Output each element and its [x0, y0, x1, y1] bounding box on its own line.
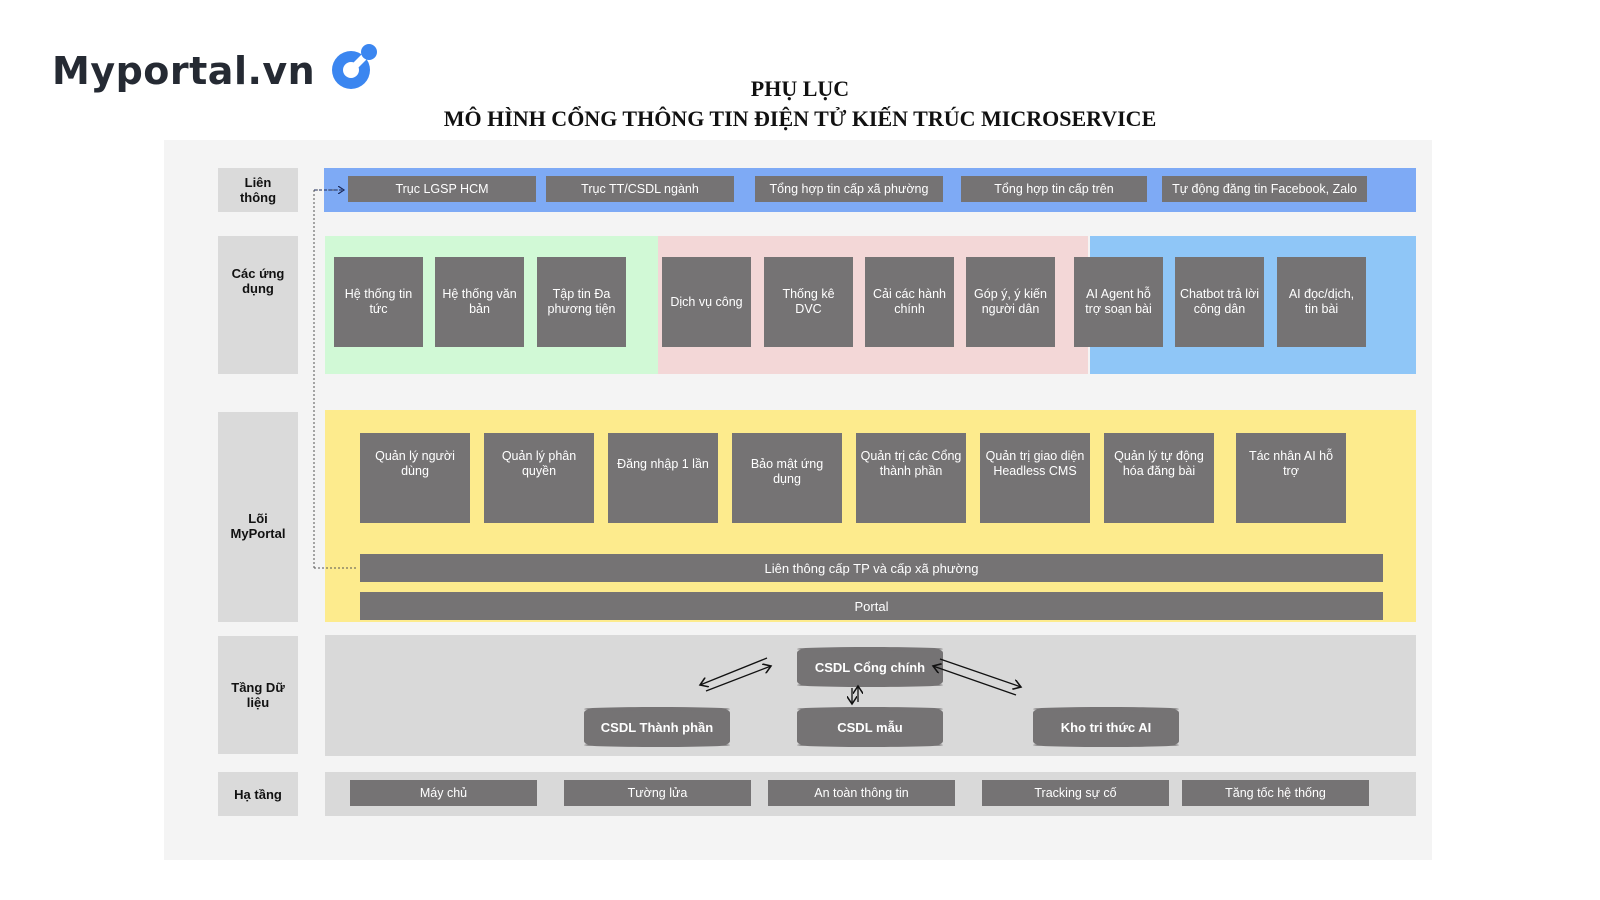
app-item: Tập tin Đa phương tiện	[537, 257, 626, 347]
core-module: Quản lý tự động hóa đăng bài	[1104, 433, 1214, 523]
lien-thong-item: Trục TT/CSDL ngành	[546, 176, 734, 202]
infra-item: An toàn thông tin	[768, 780, 955, 806]
db-template: CSDL mẫu	[797, 707, 943, 747]
lien-thong-item: Tự động đăng tin Facebook, Zalo	[1162, 176, 1367, 202]
db-component: CSDL Thành phần	[584, 707, 730, 747]
core-module: Quản lý phân quyền	[484, 433, 594, 523]
layer-label-lien-thong: Liên thông	[218, 168, 298, 212]
architecture-canvas: Liên thông Các ứng dụng Lõi MyPortal Tần…	[164, 140, 1432, 860]
db-main: CSDL Cổng chính	[797, 647, 943, 687]
app-item: Hệ thống tin tức	[334, 257, 423, 347]
app-item: AI đọc/dịch, tin bài	[1277, 257, 1366, 347]
infra-item: Máy chủ	[350, 780, 537, 806]
app-item: Góp ý, ý kiến người dân	[966, 257, 1055, 347]
brand-logo: Myportal.vn	[52, 44, 381, 98]
app-item: Dịch vụ công	[662, 257, 751, 347]
core-bar-portal: Portal	[360, 592, 1383, 620]
lien-thong-item: Tổng hợp tin cấp xã phường	[755, 176, 943, 202]
infra-item: Tăng tốc hệ thống	[1182, 780, 1369, 806]
db-ai-knowledge: Kho tri thức AI	[1033, 707, 1179, 747]
diagram-title-line1: PHỤ LỤC	[750, 76, 850, 101]
lien-thong-item: Trục LGSP HCM	[348, 176, 536, 202]
layer-label-du-lieu: Tầng Dữ liệu	[218, 636, 298, 754]
core-module: Quản trị các Cổng thành phần	[856, 433, 966, 523]
app-item: Chatbot trả lời công dân	[1175, 257, 1264, 347]
infra-item: Tracking sự cố	[982, 780, 1169, 806]
infra-item: Tường lửa	[564, 780, 751, 806]
core-module: Đăng nhập 1 lần	[608, 433, 718, 523]
core-module: Quản trị giao diện Headless CMS	[980, 433, 1090, 523]
layer-label-loi: Lõi MyPortal	[218, 412, 298, 622]
core-module: Bảo mật ứng dụng	[732, 433, 842, 523]
layer-label-ung-dung: Các ứng dụng	[218, 236, 298, 374]
app-item: Thống kê DVC	[764, 257, 853, 347]
layer-label-ha-tang: Hạ tầng	[218, 772, 298, 816]
logo-mark-icon	[332, 44, 378, 89]
app-item: Cải các hành chính	[865, 257, 954, 347]
core-bar-lien-thong: Liên thông cấp TP và cấp xã phường	[360, 554, 1383, 582]
brand-name: Myportal.vn	[52, 49, 316, 93]
core-module: Quản lý người dùng	[360, 433, 470, 523]
app-item: AI Agent hỗ trợ soạn bài	[1074, 257, 1163, 347]
diagram-title-line2: MÔ HÌNH CỔNG THÔNG TIN ĐIỆN TỬ KIẾN TRÚC…	[443, 106, 1157, 131]
lien-thong-item: Tổng hợp tin cấp trên	[961, 176, 1147, 202]
core-module: Tác nhân AI hỗ trợ	[1236, 433, 1346, 523]
app-item: Hệ thống văn bản	[435, 257, 524, 347]
